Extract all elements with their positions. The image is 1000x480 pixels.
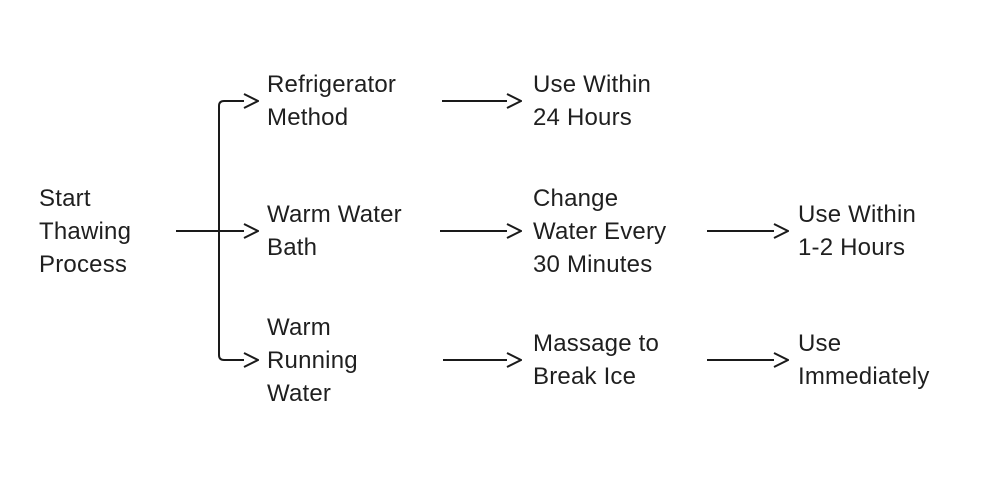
node-use-immediately: Use Immediately [798,330,930,390]
node-refrigerator-method: Refrigerator Method [267,71,397,131]
node-use-within-24-hours: Use Within 24 Hours [533,71,652,131]
node-massage-to-break-ice: Massage to Break Ice [533,330,660,390]
edge-start-to-refrigerator-method [218,101,244,231]
node-warm-running-water: Warm Running Water [267,314,358,407]
node-use-within-1-2-hours: Use Within 1-2 Hours [798,201,917,261]
node-change-water-every-30-minutes: Change Water Every 30 Minutes [533,185,667,278]
node-start-thawing-process: Start Thawing Process [39,185,132,278]
node-warm-water-bath: Warm Water Bath [267,201,402,261]
edge-start-to-warm-running-water [218,231,244,360]
